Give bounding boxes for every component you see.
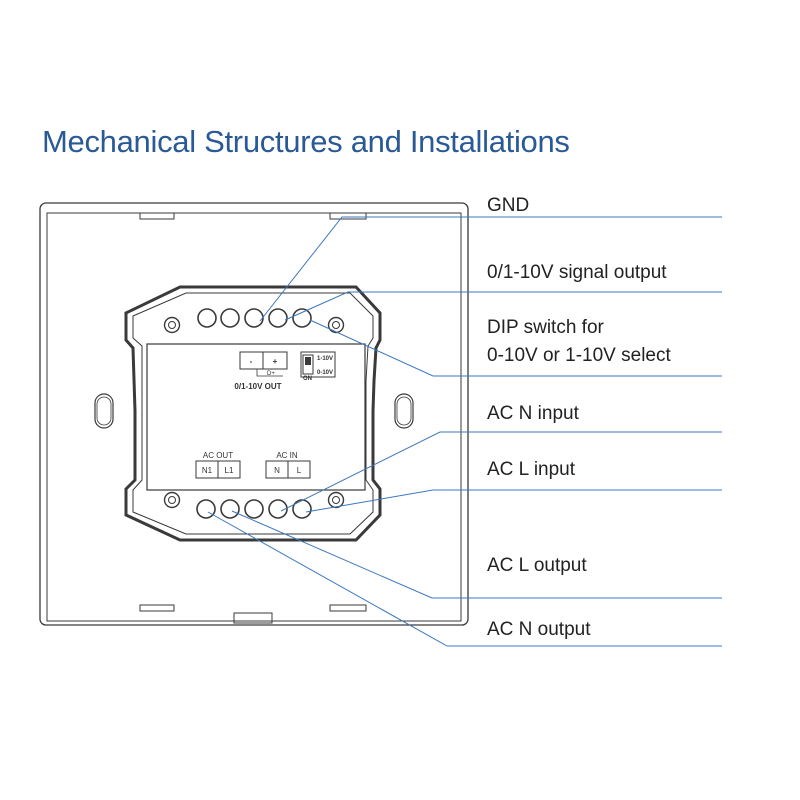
dip-1-10v-label: 1-10V bbox=[317, 356, 333, 362]
label-ac-l-output: AC L output bbox=[487, 555, 587, 576]
page-title: Mechanical Structures and Installations bbox=[42, 124, 570, 159]
terminal-top-2 bbox=[220, 308, 240, 328]
n-label: N bbox=[274, 466, 280, 475]
terminal-top-1 bbox=[197, 308, 217, 328]
module-body bbox=[124, 285, 382, 542]
terminal-bottom-3 bbox=[244, 499, 264, 519]
signal-output-block: - + D+ 0/1-10V OUT bbox=[234, 351, 288, 391]
leader-ac-n-output bbox=[207, 511, 722, 647]
terminal-ac-l-input bbox=[292, 499, 312, 519]
plus-label: + bbox=[273, 357, 278, 366]
leader-ac-n-input bbox=[280, 431, 722, 512]
label-signal-output: 0/1-10V signal output bbox=[487, 262, 667, 283]
leader-dip-switch bbox=[309, 319, 722, 377]
l1-label: L1 bbox=[225, 466, 234, 475]
wall-plate bbox=[39, 202, 469, 626]
label-ac-l-input: AC L input bbox=[487, 459, 576, 480]
sub-mark-label: D+ bbox=[267, 371, 275, 377]
ac-in-label: AC IN bbox=[276, 451, 298, 460]
label-ac-n-input: AC N input bbox=[487, 403, 580, 424]
terminal-ac-l-output bbox=[220, 499, 240, 519]
ac-in-block: AC IN N L bbox=[265, 451, 311, 479]
mounting-slots bbox=[94, 393, 414, 429]
terminal-ac-n-input bbox=[268, 499, 288, 519]
module-screws bbox=[163, 316, 345, 509]
terminal-ac-n-output bbox=[196, 499, 216, 519]
leader-gnd bbox=[259, 216, 722, 322]
bottom-terminals bbox=[196, 499, 312, 519]
minus-label: - bbox=[250, 357, 253, 366]
out-label: 0/1-10V OUT bbox=[234, 382, 281, 391]
dip-on-label: ON bbox=[303, 376, 312, 382]
leader-ac-l-input bbox=[305, 489, 722, 513]
callout-labels: GND 0/1-10V signal output DIP switch for… bbox=[487, 195, 671, 640]
label-ac-n-output: AC N output bbox=[487, 619, 591, 640]
terminal-gnd bbox=[268, 308, 288, 328]
ac-out-block: AC OUT N1 L1 bbox=[195, 451, 241, 479]
terminal-top-3 bbox=[244, 308, 264, 328]
top-terminals bbox=[197, 308, 312, 328]
label-gnd: GND bbox=[487, 195, 529, 216]
leader-signal-output bbox=[284, 291, 722, 321]
label-dip-line2: 0-10V or 1-10V select bbox=[487, 345, 671, 366]
dip-switch: 1-10V ON 0-10V bbox=[300, 351, 336, 382]
label-dip-line1: DIP switch for bbox=[487, 317, 605, 338]
dip-0-10v-label: 0-10V bbox=[317, 370, 333, 376]
leader-lines bbox=[207, 216, 722, 647]
n1-label: N1 bbox=[202, 466, 213, 475]
ac-out-label: AC OUT bbox=[203, 451, 233, 460]
leader-ac-l-output bbox=[231, 510, 722, 599]
terminal-signal-output bbox=[292, 308, 312, 328]
l-label: L bbox=[297, 466, 302, 475]
